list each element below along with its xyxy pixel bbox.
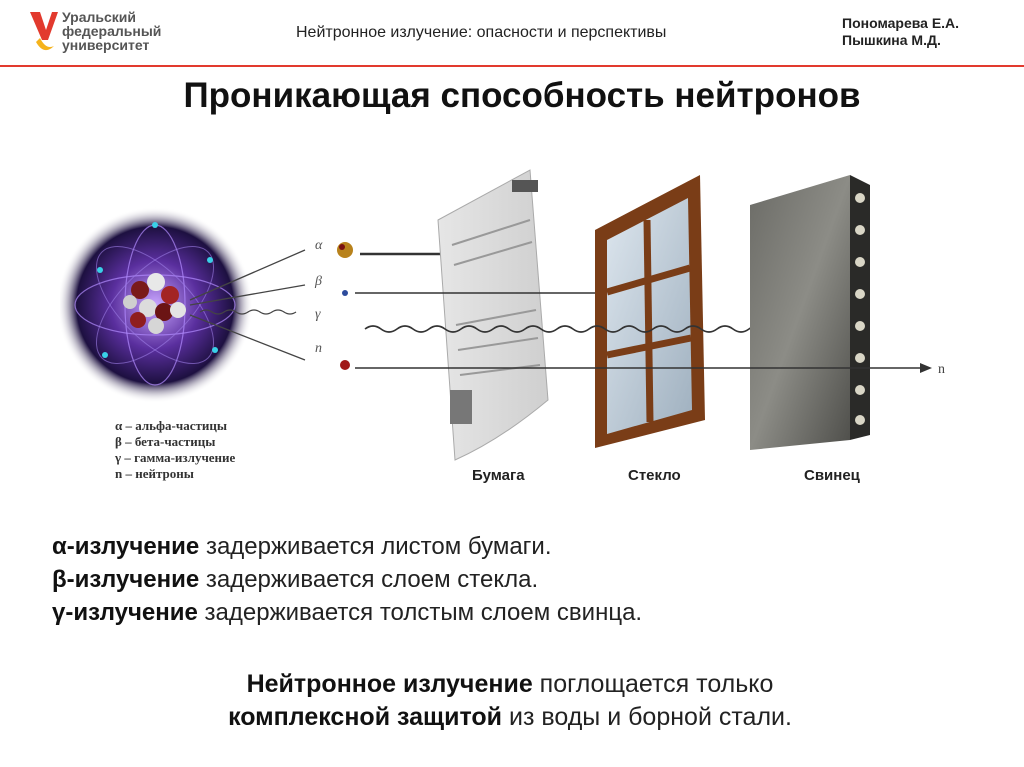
fact-text: задерживается толстым слоем свинца. [197, 599, 643, 626]
fact-term: β-излучение [52, 566, 200, 593]
beta-particle-icon [342, 290, 348, 296]
logo-line: университет [62, 37, 150, 53]
authors: Пономарева Е.А. Пышкина М.Д. [842, 15, 959, 49]
header-divider [0, 65, 1024, 67]
fact-term: γ-излучение [52, 599, 198, 626]
conclusion-term: комплексной защитой [228, 703, 503, 731]
author-name: Пономарева Е.А. [842, 15, 960, 31]
conclusion-line: Нейтронное излучение поглощается только [110, 668, 910, 701]
atom-illustration [60, 207, 253, 403]
caption-glass: Стекло [628, 467, 681, 484]
diagram-legend: α – альфа-частицы β – бета-частицы γ – г… [115, 418, 235, 482]
fact-text: задерживается слоем стекла. [199, 566, 539, 593]
beta-symbol: β [314, 274, 322, 289]
legend-item: α – альфа-частицы [115, 418, 227, 433]
conclusion-line: комплексной защитой из воды и борной ста… [110, 701, 910, 734]
logo-text: Уральский федеральный университет [62, 10, 161, 52]
fact-term: α-излучение [52, 533, 200, 560]
legend-item: n – нейтроны [115, 466, 194, 481]
author-name: Пышкина М.Д. [842, 32, 941, 48]
legend-item: β – бета-частицы [115, 434, 216, 449]
conclusion-term: Нейтронное излучение [246, 670, 533, 698]
alpha-symbol: α [315, 238, 323, 253]
paper-sheet-illustration [437, 169, 549, 461]
logo-line: федеральный [62, 23, 162, 39]
fact-gamma: γ-излучение задерживается толстым слоем … [52, 596, 642, 629]
fact-text: задерживается листом бумаги. [199, 533, 552, 560]
glass-window-illustration [595, 175, 705, 448]
logo-line: Уральский [62, 9, 137, 25]
gamma-symbol: γ [315, 307, 321, 322]
radiation-facts: α-излучение задерживается листом бумаги.… [52, 530, 642, 629]
neutron-particle-icon [340, 360, 350, 370]
conclusion-text: из воды и борной стали. [502, 703, 792, 731]
university-logo: Уральский федеральный университет [28, 8, 198, 56]
neutron-symbol: n [315, 341, 322, 356]
fact-alpha: α-излучение задерживается листом бумаги. [52, 530, 642, 563]
presentation-title: Нейтронное излучение: опасности и перспе… [296, 24, 667, 41]
caption-paper: Бумага [472, 467, 525, 484]
caption-lead: Свинец [804, 467, 860, 484]
conclusion-text: поглощается только [532, 670, 774, 698]
slide-title: Проникающая способность нейтронов [183, 76, 861, 115]
fact-beta: β-излучение задерживается слоем стекла. [52, 563, 642, 596]
alpha-particle-icon [337, 242, 353, 258]
neutron-exit-label: n [938, 362, 945, 377]
urfu-logo-icon [30, 12, 58, 51]
penetration-diagram: α β γ n [60, 169, 945, 461]
lead-block-illustration [750, 175, 870, 450]
conclusion: Нейтронное излучение поглощается только … [110, 668, 910, 734]
legend-item: γ – гамма-излучение [115, 450, 236, 465]
